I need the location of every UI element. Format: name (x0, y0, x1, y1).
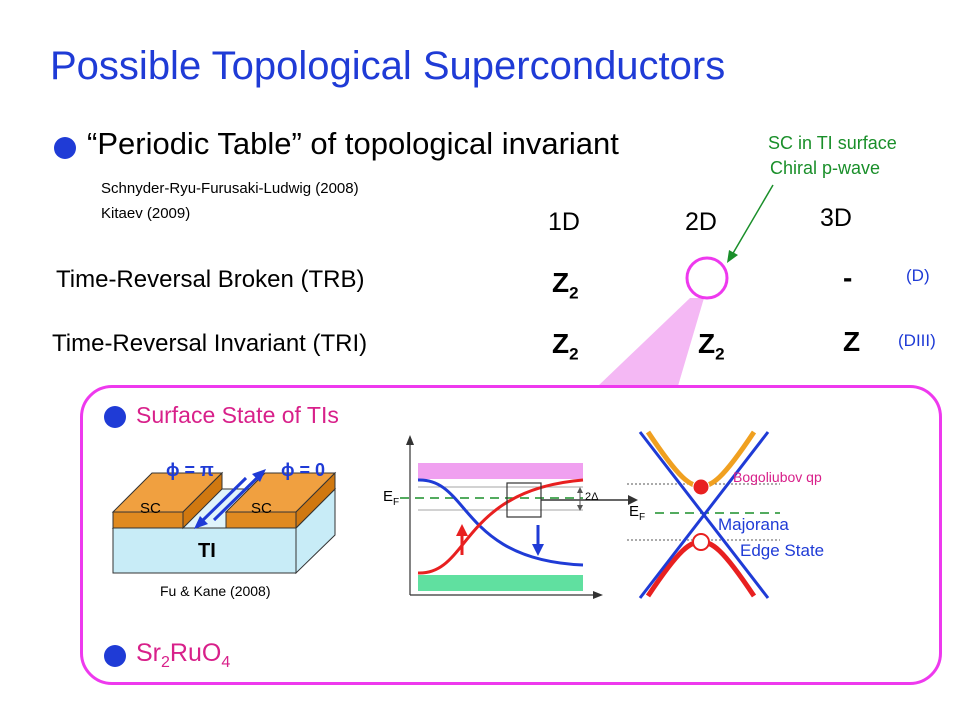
surface-state-panel (80, 385, 942, 685)
projection-funnel (598, 298, 704, 386)
majorana-label: Majorana (718, 515, 789, 534)
reference-kitaev: Kitaev (2009) (101, 205, 191, 222)
fermi-level-label-right: EF (629, 503, 645, 523)
highlight-circle (685, 256, 729, 300)
row-trb-class: (D) (906, 266, 930, 285)
row-tri-3d: Z (843, 326, 861, 357)
symbol-sub: 2 (569, 344, 579, 364)
ti-device-icon (111, 469, 337, 575)
row-tri-2d: Z2 (698, 328, 725, 365)
symbol-text: Z (552, 328, 570, 359)
ef-sub: F (393, 497, 400, 508)
phase-right-label: ϕ = 0 (281, 460, 326, 480)
bogoliubov-label: Bogoliubov qp (733, 469, 822, 485)
row-trb-3d: - (843, 262, 853, 293)
row-trb-1d: Z2 (552, 267, 579, 304)
row-trb-label: Time-Reversal Broken (TRB) (56, 266, 365, 293)
column-1d: 1D (548, 208, 580, 236)
arrow-head (727, 250, 738, 263)
majorana-dispersion (627, 430, 780, 599)
fu-kane-reference: Fu & Kane (2008) (160, 583, 271, 599)
edge-state-label: Edge State (740, 541, 825, 560)
row-tri-label: Time-Reversal Invariant (TRI) (52, 330, 368, 357)
sc-right-label: SC (251, 500, 272, 517)
ef-text: E (383, 488, 394, 505)
symbol-text: Z (552, 267, 570, 298)
ef-text: E (629, 503, 640, 520)
sr2ruo4-label: Sr2RuO4 (136, 639, 230, 672)
sr-sub: 2 (161, 654, 170, 671)
symbol-sub: 2 (715, 344, 725, 364)
row-tri-class: (DIII) (898, 331, 936, 350)
section-heading: “Periodic Table” of topological invarian… (87, 126, 619, 161)
gap-label: 2Δ (585, 491, 599, 503)
annotation-sc-in-ti: SC in TI surface (768, 133, 897, 153)
column-3d: 3D (820, 204, 852, 232)
ruo-text: RuO (169, 639, 222, 667)
symbol-text: Z (698, 328, 716, 359)
sc-left-label: SC (140, 500, 161, 517)
panel-heading: Surface State of TIs (136, 402, 339, 428)
fermi-level-label-left: EF (383, 488, 399, 508)
bullet-icon (104, 406, 126, 428)
reference-srfl: Schnyder-Ryu-Furusaki-Ludwig (2008) (101, 180, 359, 197)
annotation-chiral: Chiral p-wave (770, 158, 881, 178)
ruo-sub: 4 (221, 654, 231, 671)
ef-sub: F (639, 512, 646, 523)
band-diagram (400, 435, 638, 599)
symbol-sub: 2 (569, 283, 579, 303)
page-title: Possible Topological Superconductors (50, 44, 726, 88)
ti-label: TI (198, 540, 216, 562)
bullet-icon (54, 137, 76, 159)
phase-left-label: ϕ = π (166, 460, 214, 480)
sr-text: Sr (136, 639, 161, 667)
row-tri-1d: Z2 (552, 328, 579, 365)
bullet-icon (104, 645, 126, 667)
column-2d: 2D (685, 208, 717, 236)
